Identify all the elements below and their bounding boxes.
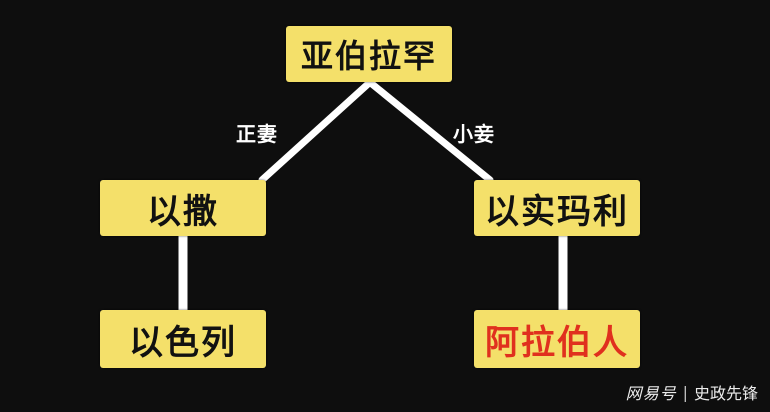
edge-label-concubine: 小妾 bbox=[453, 122, 495, 146]
watermark-author: 史政先锋 bbox=[693, 384, 758, 403]
connector-root-to-left bbox=[258, 80, 372, 184]
node-ishmael: 以实玛利 bbox=[474, 180, 640, 236]
edge-label-wife: 正妻 bbox=[236, 122, 278, 146]
watermark-separator: | bbox=[682, 382, 688, 402]
node-arabs: 阿拉伯人 bbox=[474, 310, 640, 368]
node-abraham: 亚伯拉罕 bbox=[286, 26, 452, 82]
connector-root-to-right bbox=[368, 80, 494, 184]
node-isaac: 以撒 bbox=[100, 180, 266, 236]
node-israel: 以色列 bbox=[100, 310, 266, 368]
watermark-brand: 网易号 bbox=[625, 384, 677, 403]
watermark: 网易号 | 史政先锋 bbox=[626, 380, 758, 404]
